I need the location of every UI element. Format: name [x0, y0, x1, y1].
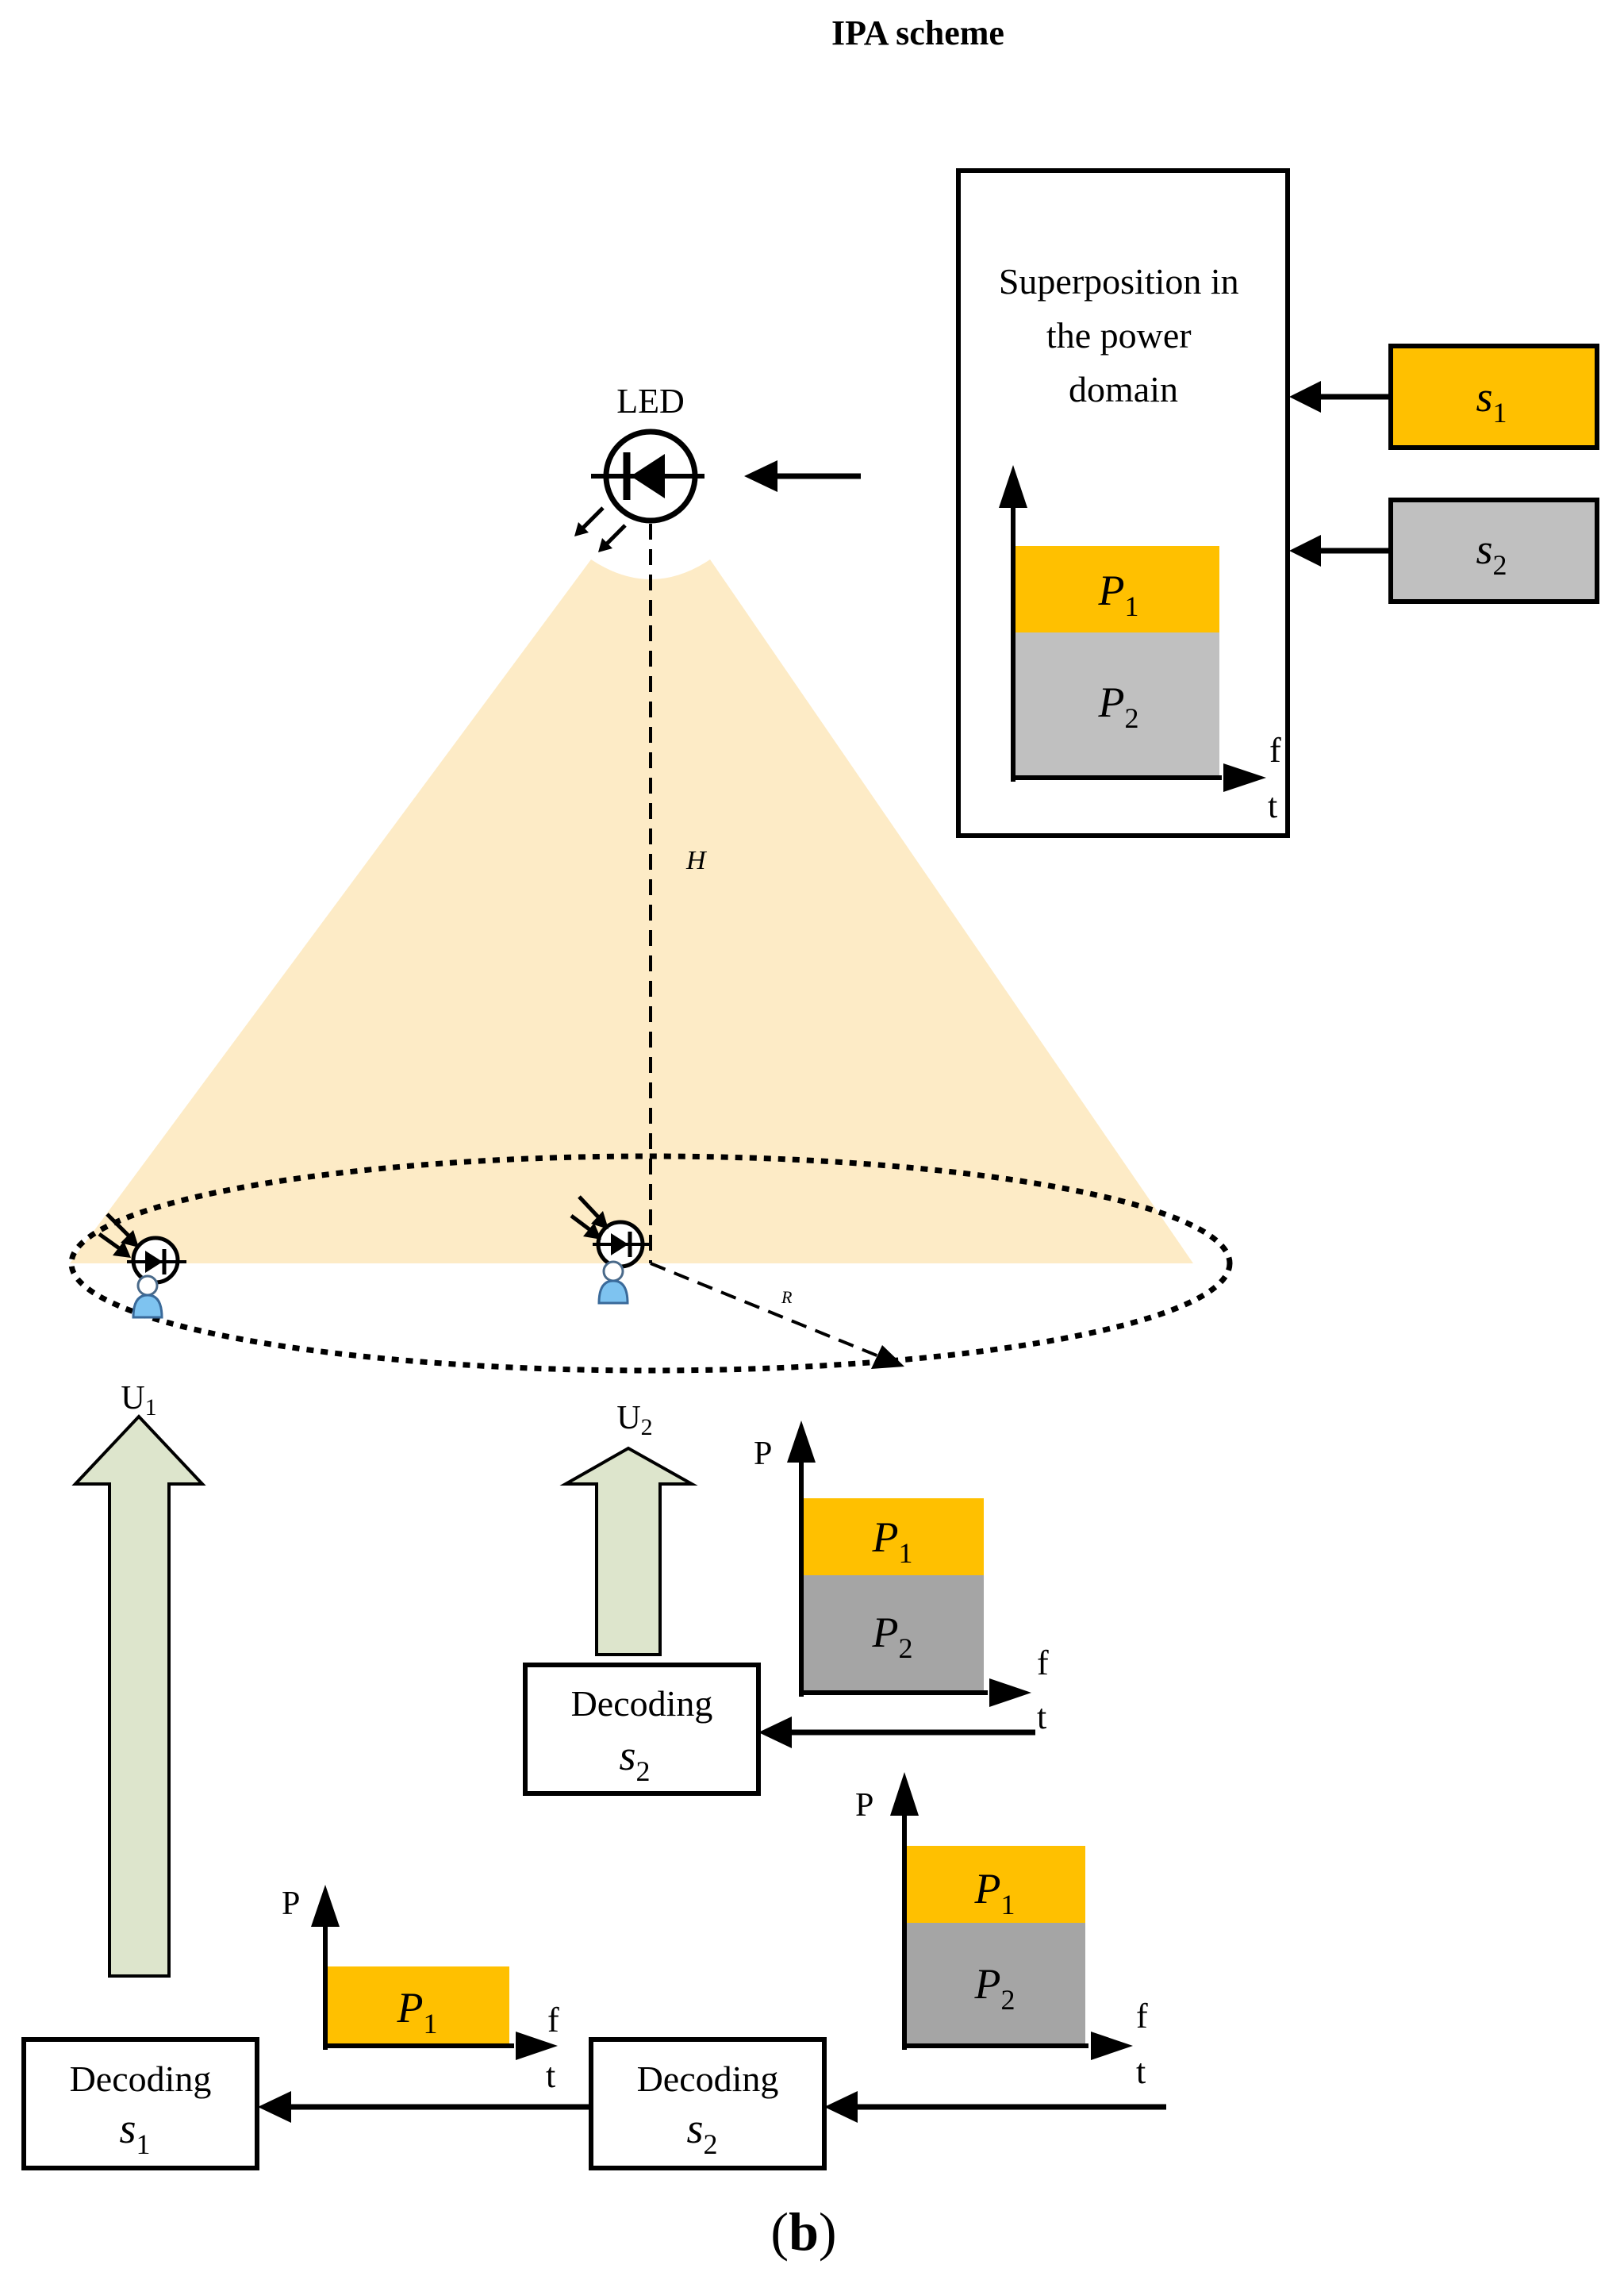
- u2-chart-p1-bar: [801, 1498, 984, 1575]
- u1-chart-axis-p: P: [855, 1787, 873, 1824]
- radius-line: [650, 1262, 881, 1359]
- u1-decoding-s2-label: Decoding: [637, 2059, 779, 2099]
- residual-chart-axis-p: P: [282, 1886, 300, 1922]
- superposition-y-arrowhead: [999, 465, 1027, 508]
- superposition-title: Superposition in the power domain: [999, 261, 1248, 409]
- u1-chart-x-arrowhead: [1091, 2032, 1133, 2060]
- u1-decoding-s2-signal: s2: [686, 2105, 717, 2160]
- u2-decoding-s2-box: [523, 1663, 761, 1796]
- coverage-area-ellipse: [68, 1153, 1233, 1374]
- residual-chart-axis-t: t: [546, 2056, 555, 2095]
- u1-decoding-s2-box: [589, 2037, 827, 2170]
- user2-signal-flow-arrow: [559, 1446, 698, 1656]
- s1-arrowhead: [1289, 381, 1321, 413]
- u2-chart-p2-bar: [801, 1575, 984, 1693]
- residual-chart-p1-label: P1: [397, 1984, 438, 2039]
- u2-decoding-signal: s2: [619, 1732, 650, 1787]
- u1-decoding-s1-label: Decoding: [70, 2059, 212, 2099]
- user1-label: U1: [121, 1380, 156, 1420]
- sic-arrowhead: [258, 2091, 291, 2123]
- superposition-axis-t: t: [1268, 786, 1277, 825]
- height-label: H: [685, 846, 708, 875]
- u2-chart-p1-label: P1: [872, 1513, 913, 1569]
- user1-receiver-icon: [98, 1213, 186, 1285]
- led-icon: [574, 429, 705, 552]
- led-input-arrowhead: [744, 460, 777, 492]
- superposition-p2-bar: [1013, 632, 1219, 778]
- u1-decoder-input-arrowhead: [824, 2091, 858, 2123]
- u1-chart-axis-f: f: [1136, 1997, 1148, 2036]
- u1-decoding-s1-box: [21, 2037, 259, 2170]
- u2-chart-axis-f: f: [1037, 1643, 1049, 1682]
- user2-person-icon: [597, 1260, 629, 1305]
- residual-chart-p1-bar: [325, 1966, 509, 2046]
- u1-chart-p1-bar: [904, 1846, 1085, 1923]
- superposition-p2-label: P2: [1098, 679, 1139, 734]
- u2-chart-p2-label: P2: [872, 1609, 913, 1664]
- led-aperture: [591, 559, 710, 579]
- u2-chart-axis-p: P: [754, 1436, 772, 1472]
- u1-chart-p2-label: P2: [974, 1960, 1015, 2016]
- u1-chart-p1-label: P1: [974, 1865, 1015, 1920]
- signal-s1-label: s1: [1476, 373, 1507, 429]
- u1-chart-axis-t: t: [1136, 2052, 1146, 2091]
- radius-label: R: [781, 1287, 793, 1307]
- light-beam-cone: [70, 559, 1193, 1263]
- user1-person-icon: [132, 1274, 163, 1319]
- u2-chart-axis-t: t: [1037, 1697, 1046, 1736]
- user1-signal-flow-arrow: [71, 1414, 206, 1978]
- u2-chart-x-arrowhead: [989, 1678, 1031, 1707]
- u1-chart-p2-bar: [904, 1923, 1085, 2046]
- user2-receiver-icon: [570, 1195, 652, 1269]
- residual-chart-axis-f: f: [547, 2001, 559, 2039]
- figure-title: IPA scheme: [831, 13, 1004, 52]
- led-label: LED: [616, 382, 685, 421]
- u1-chart-y-arrowhead: [890, 1772, 919, 1816]
- superposition-axis-f: f: [1269, 731, 1281, 770]
- u2-decoder-input-arrowhead: [758, 1716, 792, 1748]
- radius-arrowhead: [871, 1345, 904, 1369]
- s2-arrowhead: [1289, 535, 1321, 567]
- panel-label: (b): [770, 2201, 836, 2262]
- u2-decoding-label: Decoding: [571, 1683, 713, 1724]
- user2-label: U2: [616, 1400, 652, 1440]
- signal-s2-box: [1388, 498, 1599, 604]
- superposition-p1-bar: [1013, 546, 1219, 632]
- signal-s1-box: [1388, 344, 1599, 450]
- residual-chart-x-arrowhead: [516, 2032, 558, 2060]
- u1-decoding-s1-signal: s1: [119, 2105, 150, 2160]
- signal-s2-label: s2: [1476, 525, 1507, 581]
- superposition-p1-label: P1: [1098, 567, 1139, 622]
- u2-chart-y-arrowhead: [787, 1420, 816, 1463]
- residual-chart-y-arrowhead: [311, 1885, 340, 1927]
- superposition-x-arrowhead: [1223, 763, 1266, 792]
